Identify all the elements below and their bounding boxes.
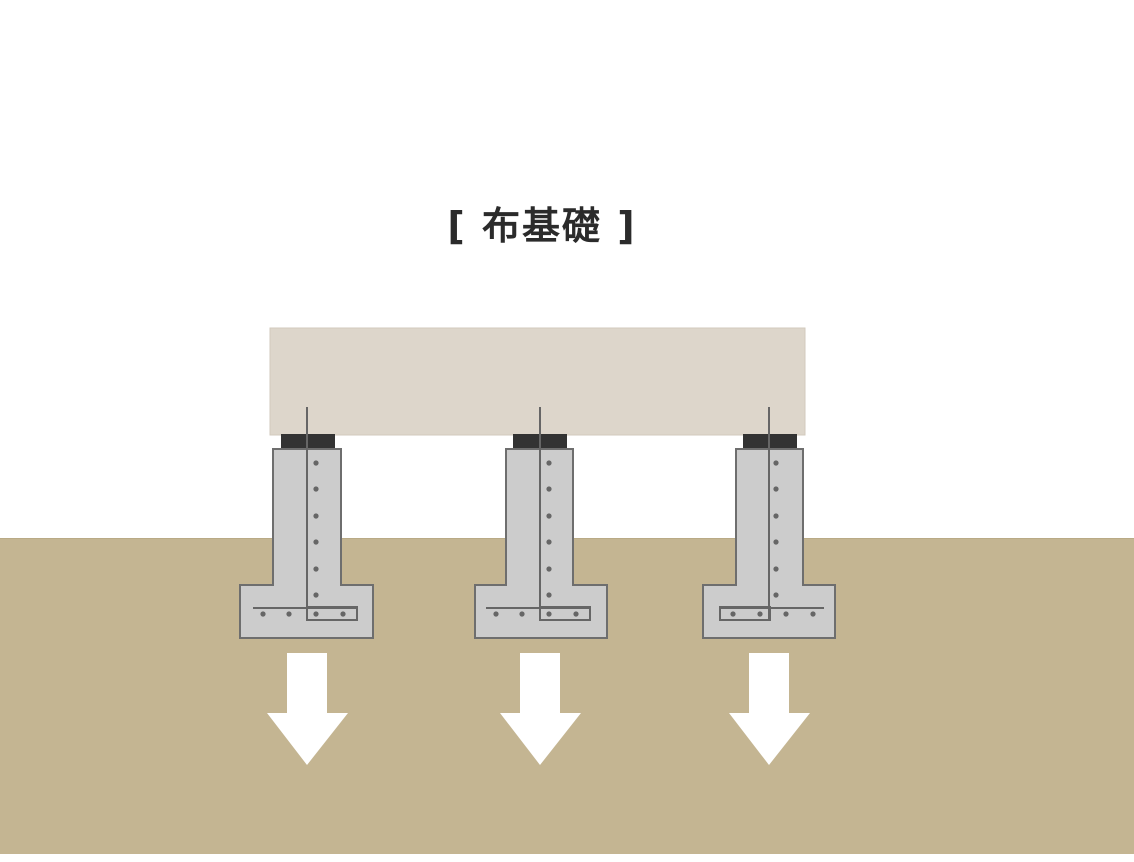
footing-3: [702, 407, 836, 639]
diagram-title: [ 布基礎 ]: [447, 204, 637, 248]
down-arrow-icon: [729, 653, 810, 765]
rebar-dots: [493, 460, 579, 617]
floor-beam: [269, 327, 806, 436]
down-arrow-icon: [500, 653, 581, 765]
down-arrow-icon: [267, 653, 348, 765]
footing-1: [239, 407, 374, 639]
rebar-dots: [260, 460, 346, 617]
footing-2: [474, 407, 608, 639]
rebar-dots: [730, 460, 816, 617]
